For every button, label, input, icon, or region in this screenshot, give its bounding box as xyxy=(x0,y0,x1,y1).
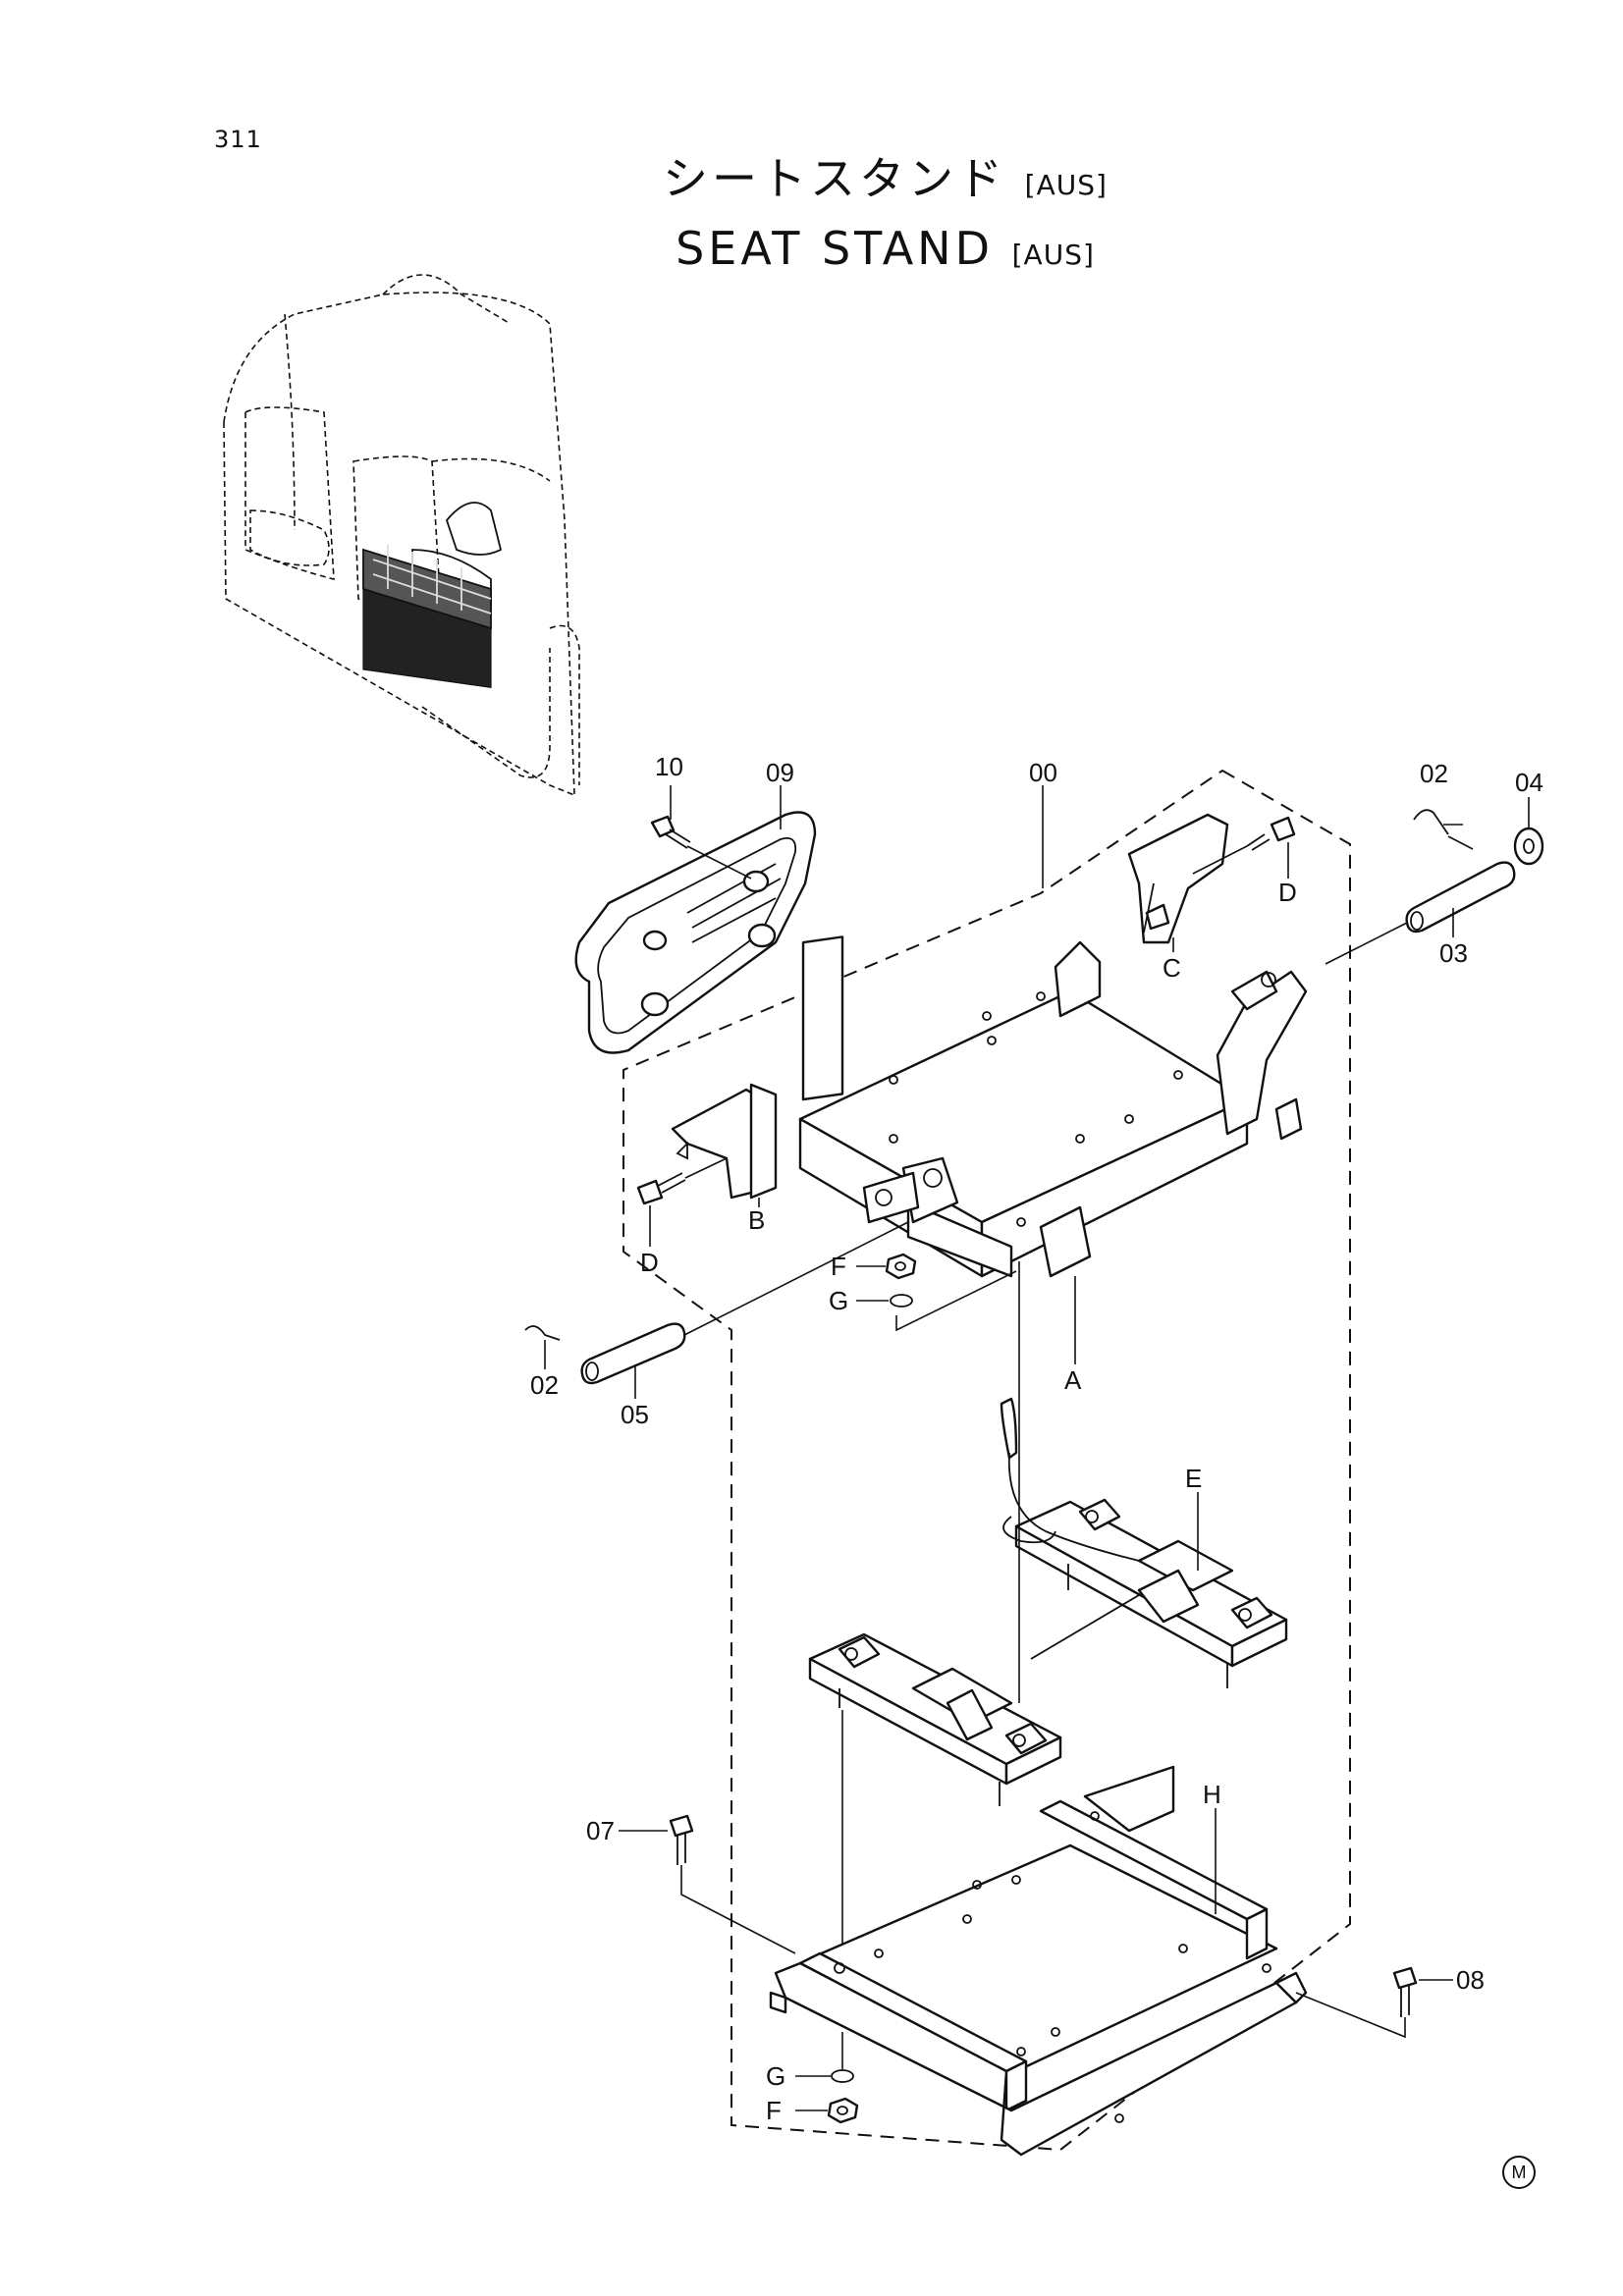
nut-f-lower xyxy=(795,2097,859,2124)
callout-b: B xyxy=(748,1205,765,1235)
clip-02-left xyxy=(524,1325,561,1369)
cab-seat-hatched xyxy=(362,545,492,688)
bolt-07 xyxy=(619,1814,796,1954)
title-english-suffix: [AUS] xyxy=(1011,239,1095,271)
callout-02-right: 02 xyxy=(1420,759,1448,788)
main-seat-frame xyxy=(798,935,1308,1278)
washer-g-lower xyxy=(795,2032,854,2083)
bracket-c xyxy=(1127,813,1229,944)
washer-g-upper xyxy=(856,1270,1017,1332)
title-english-text: SEAT STAND xyxy=(676,222,994,275)
pin-03 xyxy=(1325,861,1516,965)
callout-f-upper: F xyxy=(831,1252,846,1281)
title-japanese-suffix: [AUS] xyxy=(1024,169,1108,201)
callout-d-left: D xyxy=(640,1248,659,1277)
callout-e: E xyxy=(1185,1464,1202,1493)
callout-05: 05 xyxy=(621,1400,649,1429)
slide-rail-e xyxy=(1000,1397,1288,1688)
callout-f-lower: F xyxy=(766,2096,782,2125)
title-english: SEAT STAND [AUS] xyxy=(147,217,1623,287)
pin-05 xyxy=(580,1221,909,1399)
page-number: 311 xyxy=(214,126,262,153)
cab-location-illustration xyxy=(223,274,580,796)
clip-02-right xyxy=(1413,809,1474,850)
nut-f-upper xyxy=(856,1253,917,1280)
callout-08: 08 xyxy=(1456,1965,1485,1995)
maker-mark-circled: M xyxy=(1502,2156,1536,2189)
callout-04: 04 xyxy=(1515,768,1543,797)
part-09-rear-cover xyxy=(574,811,817,1054)
bolt-d-left xyxy=(636,1157,728,1247)
callout-g-lower: G xyxy=(766,2061,785,2091)
washer-04 xyxy=(1513,797,1544,866)
callout-labels: 10 09 00 02 04 D 03 C B D F G A 02 05 E … xyxy=(530,752,1543,2125)
part-10-bolt xyxy=(650,815,752,880)
callout-g-upper: G xyxy=(829,1286,848,1315)
callout-03: 03 xyxy=(1439,938,1468,968)
callout-a: A xyxy=(1064,1365,1082,1395)
slide-rail-lower xyxy=(808,1632,1062,1806)
callout-02-left: 02 xyxy=(530,1370,559,1400)
bolt-08 xyxy=(1295,1966,1453,2039)
base-plate-h xyxy=(769,1765,1308,2157)
callout-d-right: D xyxy=(1278,878,1297,907)
title-japanese: シートスタンド [AUS] xyxy=(147,147,1623,217)
callout-00: 00 xyxy=(1029,758,1057,787)
callout-c: C xyxy=(1163,953,1181,983)
callout-07: 07 xyxy=(586,1816,615,1845)
callout-09: 09 xyxy=(766,758,794,787)
title-japanese-text: シートスタンド xyxy=(663,152,1007,205)
callout-10: 10 xyxy=(655,752,683,781)
assembly-boundary xyxy=(622,769,1351,2152)
callout-h: H xyxy=(1203,1780,1221,1809)
bracket-b xyxy=(671,1083,778,1200)
bolt-d-right xyxy=(1192,816,1296,879)
title-block: シートスタンド [AUS] SEAT STAND [AUS] xyxy=(0,147,1623,287)
